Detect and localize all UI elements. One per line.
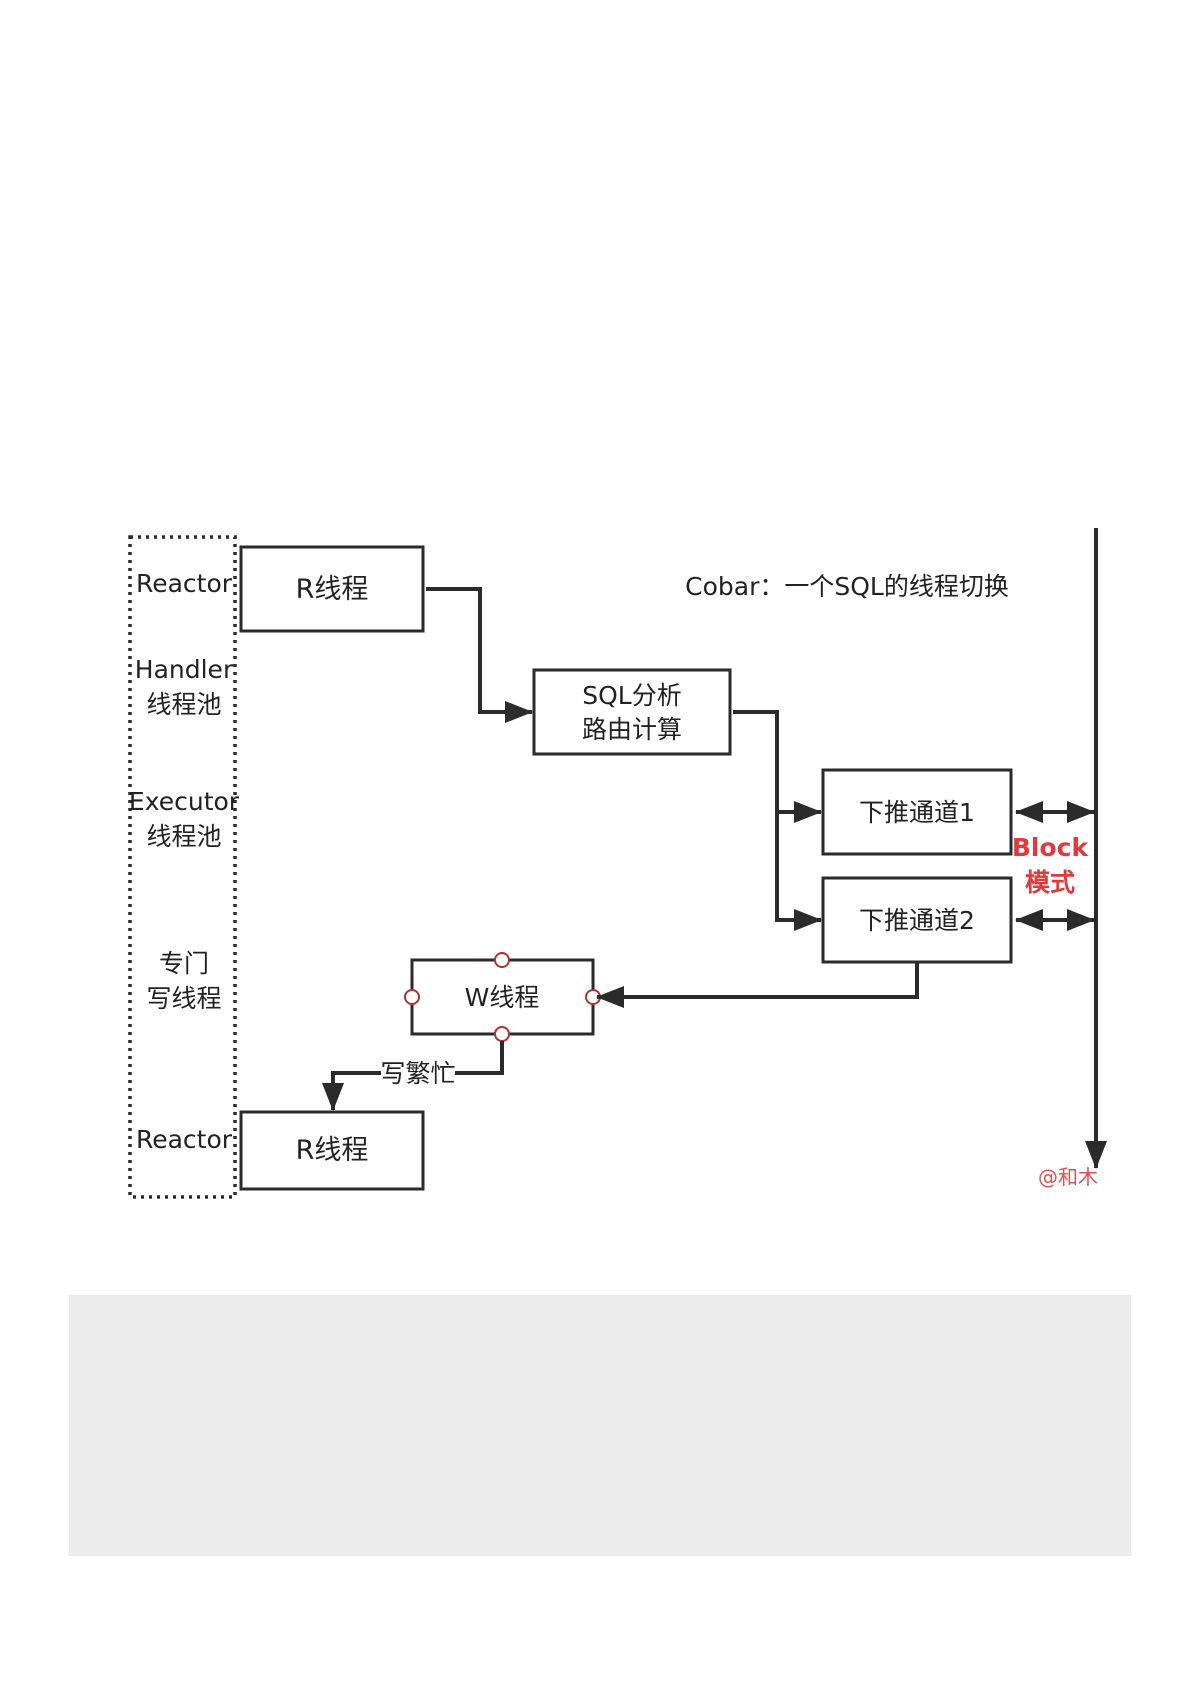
lane-label-handler-pool: 线程池 bbox=[146, 690, 221, 719]
lane-label-handler: Handler bbox=[135, 655, 234, 684]
empty-panel bbox=[69, 1295, 1131, 1556]
sql-analysis-label-2: 路由计算 bbox=[582, 715, 682, 744]
thread-lane-container bbox=[128, 535, 237, 1199]
block-mode-label-2: 模式 bbox=[1025, 868, 1075, 897]
lane-label-dedicated: 专门 bbox=[159, 949, 209, 978]
w-thread-port-top bbox=[494, 952, 510, 968]
r-thread-bottom-label: R线程 bbox=[296, 1135, 369, 1166]
sql-analysis-box bbox=[532, 668, 732, 756]
push-channel-2-label: 下推通道2 bbox=[859, 906, 975, 935]
push-channel-1-box bbox=[821, 768, 1013, 856]
write-busy-label-bg bbox=[381, 1056, 455, 1088]
sql-analysis-label-1: SQL分析 bbox=[582, 681, 681, 710]
push-channel-2-box bbox=[821, 876, 1013, 964]
r-thread-top-box bbox=[239, 545, 425, 633]
w-thread-port-bottom bbox=[494, 1026, 510, 1042]
w-thread-label: W线程 bbox=[465, 983, 540, 1012]
watermark: @和木 bbox=[1038, 1165, 1098, 1189]
write-busy-label: 写繁忙 bbox=[380, 1059, 455, 1088]
arrow-sql-to-channel-1 bbox=[733, 710, 822, 823]
arrow-r-thread-to-sql bbox=[426, 587, 533, 723]
push-channel-1-label: 下推通道1 bbox=[859, 798, 975, 827]
r-thread-bottom-box bbox=[239, 1110, 425, 1191]
arrow-sql-to-channel-2 bbox=[775, 812, 822, 931]
block-mode-label: Block bbox=[1012, 833, 1090, 862]
diagram-title: Cobar：一个SQL的线程切换 bbox=[685, 572, 1009, 601]
r-thread-top-label: R线程 bbox=[296, 574, 369, 605]
lane-label-reactor-top: Reactor bbox=[136, 569, 233, 598]
lane-label-write-thread: 写线程 bbox=[146, 984, 221, 1013]
lane-label-reactor-bottom: Reactor bbox=[136, 1125, 233, 1154]
arrow-channel-2-to-w-thread bbox=[596, 963, 919, 1008]
lane-label-executor: Executor bbox=[129, 787, 240, 816]
w-thread-port-left bbox=[404, 989, 420, 1005]
lane-label-executor-pool: 线程池 bbox=[146, 822, 221, 851]
